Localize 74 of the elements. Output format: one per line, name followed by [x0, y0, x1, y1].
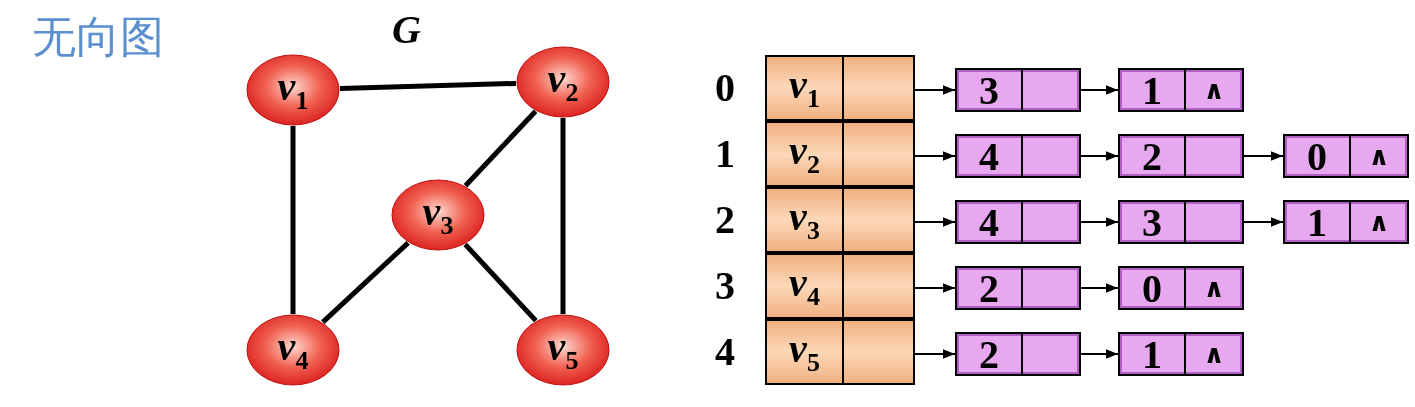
vertex-circle	[516, 314, 610, 386]
adjacent-index: 4	[979, 132, 999, 180]
list-node-box	[1283, 134, 1409, 178]
vertex-label: v$_{1}$	[277, 66, 309, 114]
pointer-arrow	[914, 217, 956, 227]
vertex-table-row	[765, 253, 915, 319]
edge-line	[321, 240, 410, 325]
adjacent-index: 1	[1307, 198, 1327, 246]
vertex-label: v$_{2}$	[547, 58, 579, 106]
vertex-label: v$_{4}$	[789, 262, 820, 310]
row-index: 4	[715, 328, 735, 375]
pointer-arrow	[1243, 151, 1284, 161]
vertex-label: v$_{4}$	[277, 326, 309, 374]
list-node-box	[1118, 200, 1244, 244]
row-index: 1	[715, 130, 735, 177]
edge-line	[463, 109, 538, 188]
list-node-box	[955, 332, 1081, 376]
adjacent-index: 0	[1307, 132, 1327, 180]
vertex-label: v$_{3}$	[789, 196, 820, 244]
pointer-arrow	[1080, 349, 1119, 359]
pointer-arrow	[914, 283, 956, 293]
pointer-arrow	[1080, 151, 1119, 161]
adjacent-index: 0	[1142, 264, 1162, 312]
vertex-circle	[391, 179, 485, 251]
vertex-table-row	[765, 187, 915, 253]
diagram-title: 无向图	[32, 10, 164, 64]
edge-line	[560, 118, 566, 314]
edge-line	[339, 80, 517, 92]
pointer-arrow	[1080, 217, 1119, 227]
adjacent-index: 1	[1142, 330, 1162, 378]
list-node-box	[1283, 200, 1409, 244]
pointer-arrow	[1080, 85, 1119, 95]
row-index: 3	[715, 262, 735, 309]
null-pointer-sign: ∧	[1203, 339, 1225, 369]
vertex-label: v$_{5}$	[789, 328, 820, 376]
vertex-circle	[246, 54, 340, 126]
vertex-table-row	[765, 55, 915, 121]
adjacent-index: 3	[979, 66, 999, 114]
null-pointer-sign: ∧	[1203, 75, 1225, 105]
adjacent-index: 2	[1142, 132, 1162, 180]
vertex-label: v$_{1}$	[789, 64, 820, 112]
adjacent-index: 4	[979, 198, 999, 246]
pointer-arrow	[914, 151, 956, 161]
vertex-label: v$_{5}$	[547, 326, 579, 374]
row-index: 2	[715, 196, 735, 243]
null-pointer-sign: ∧	[1203, 273, 1225, 303]
null-pointer-sign: ∧	[1368, 207, 1390, 237]
null-pointer-sign: ∧	[1368, 141, 1390, 171]
vertex-label: v$_{2}$	[789, 130, 820, 178]
vertex-circle	[246, 314, 340, 386]
pointer-arrow	[1080, 283, 1119, 293]
list-node-box	[1118, 266, 1244, 310]
row-index: 0	[715, 64, 735, 111]
adjacent-index: 1	[1142, 66, 1162, 114]
adjacent-index: 2	[979, 264, 999, 312]
pointer-arrow	[914, 85, 956, 95]
list-node-box	[1118, 68, 1244, 112]
list-node-box	[1118, 332, 1244, 376]
pointer-arrow	[914, 349, 956, 359]
list-node-box	[955, 200, 1081, 244]
graph-name: G	[392, 6, 421, 53]
list-node-box	[1118, 134, 1244, 178]
vertex-table-row	[765, 319, 915, 385]
list-node-box	[955, 134, 1081, 178]
vertex-label: v$_{3}$	[422, 191, 454, 239]
list-node-box	[955, 68, 1081, 112]
vertex-table-row	[765, 121, 915, 187]
pointer-arrow	[1243, 217, 1284, 227]
adjacent-index: 2	[979, 330, 999, 378]
edge-line	[463, 242, 538, 323]
edge-line	[290, 126, 296, 314]
vertex-circle	[516, 46, 610, 118]
list-node-box	[955, 266, 1081, 310]
adjacent-index: 3	[1142, 198, 1162, 246]
